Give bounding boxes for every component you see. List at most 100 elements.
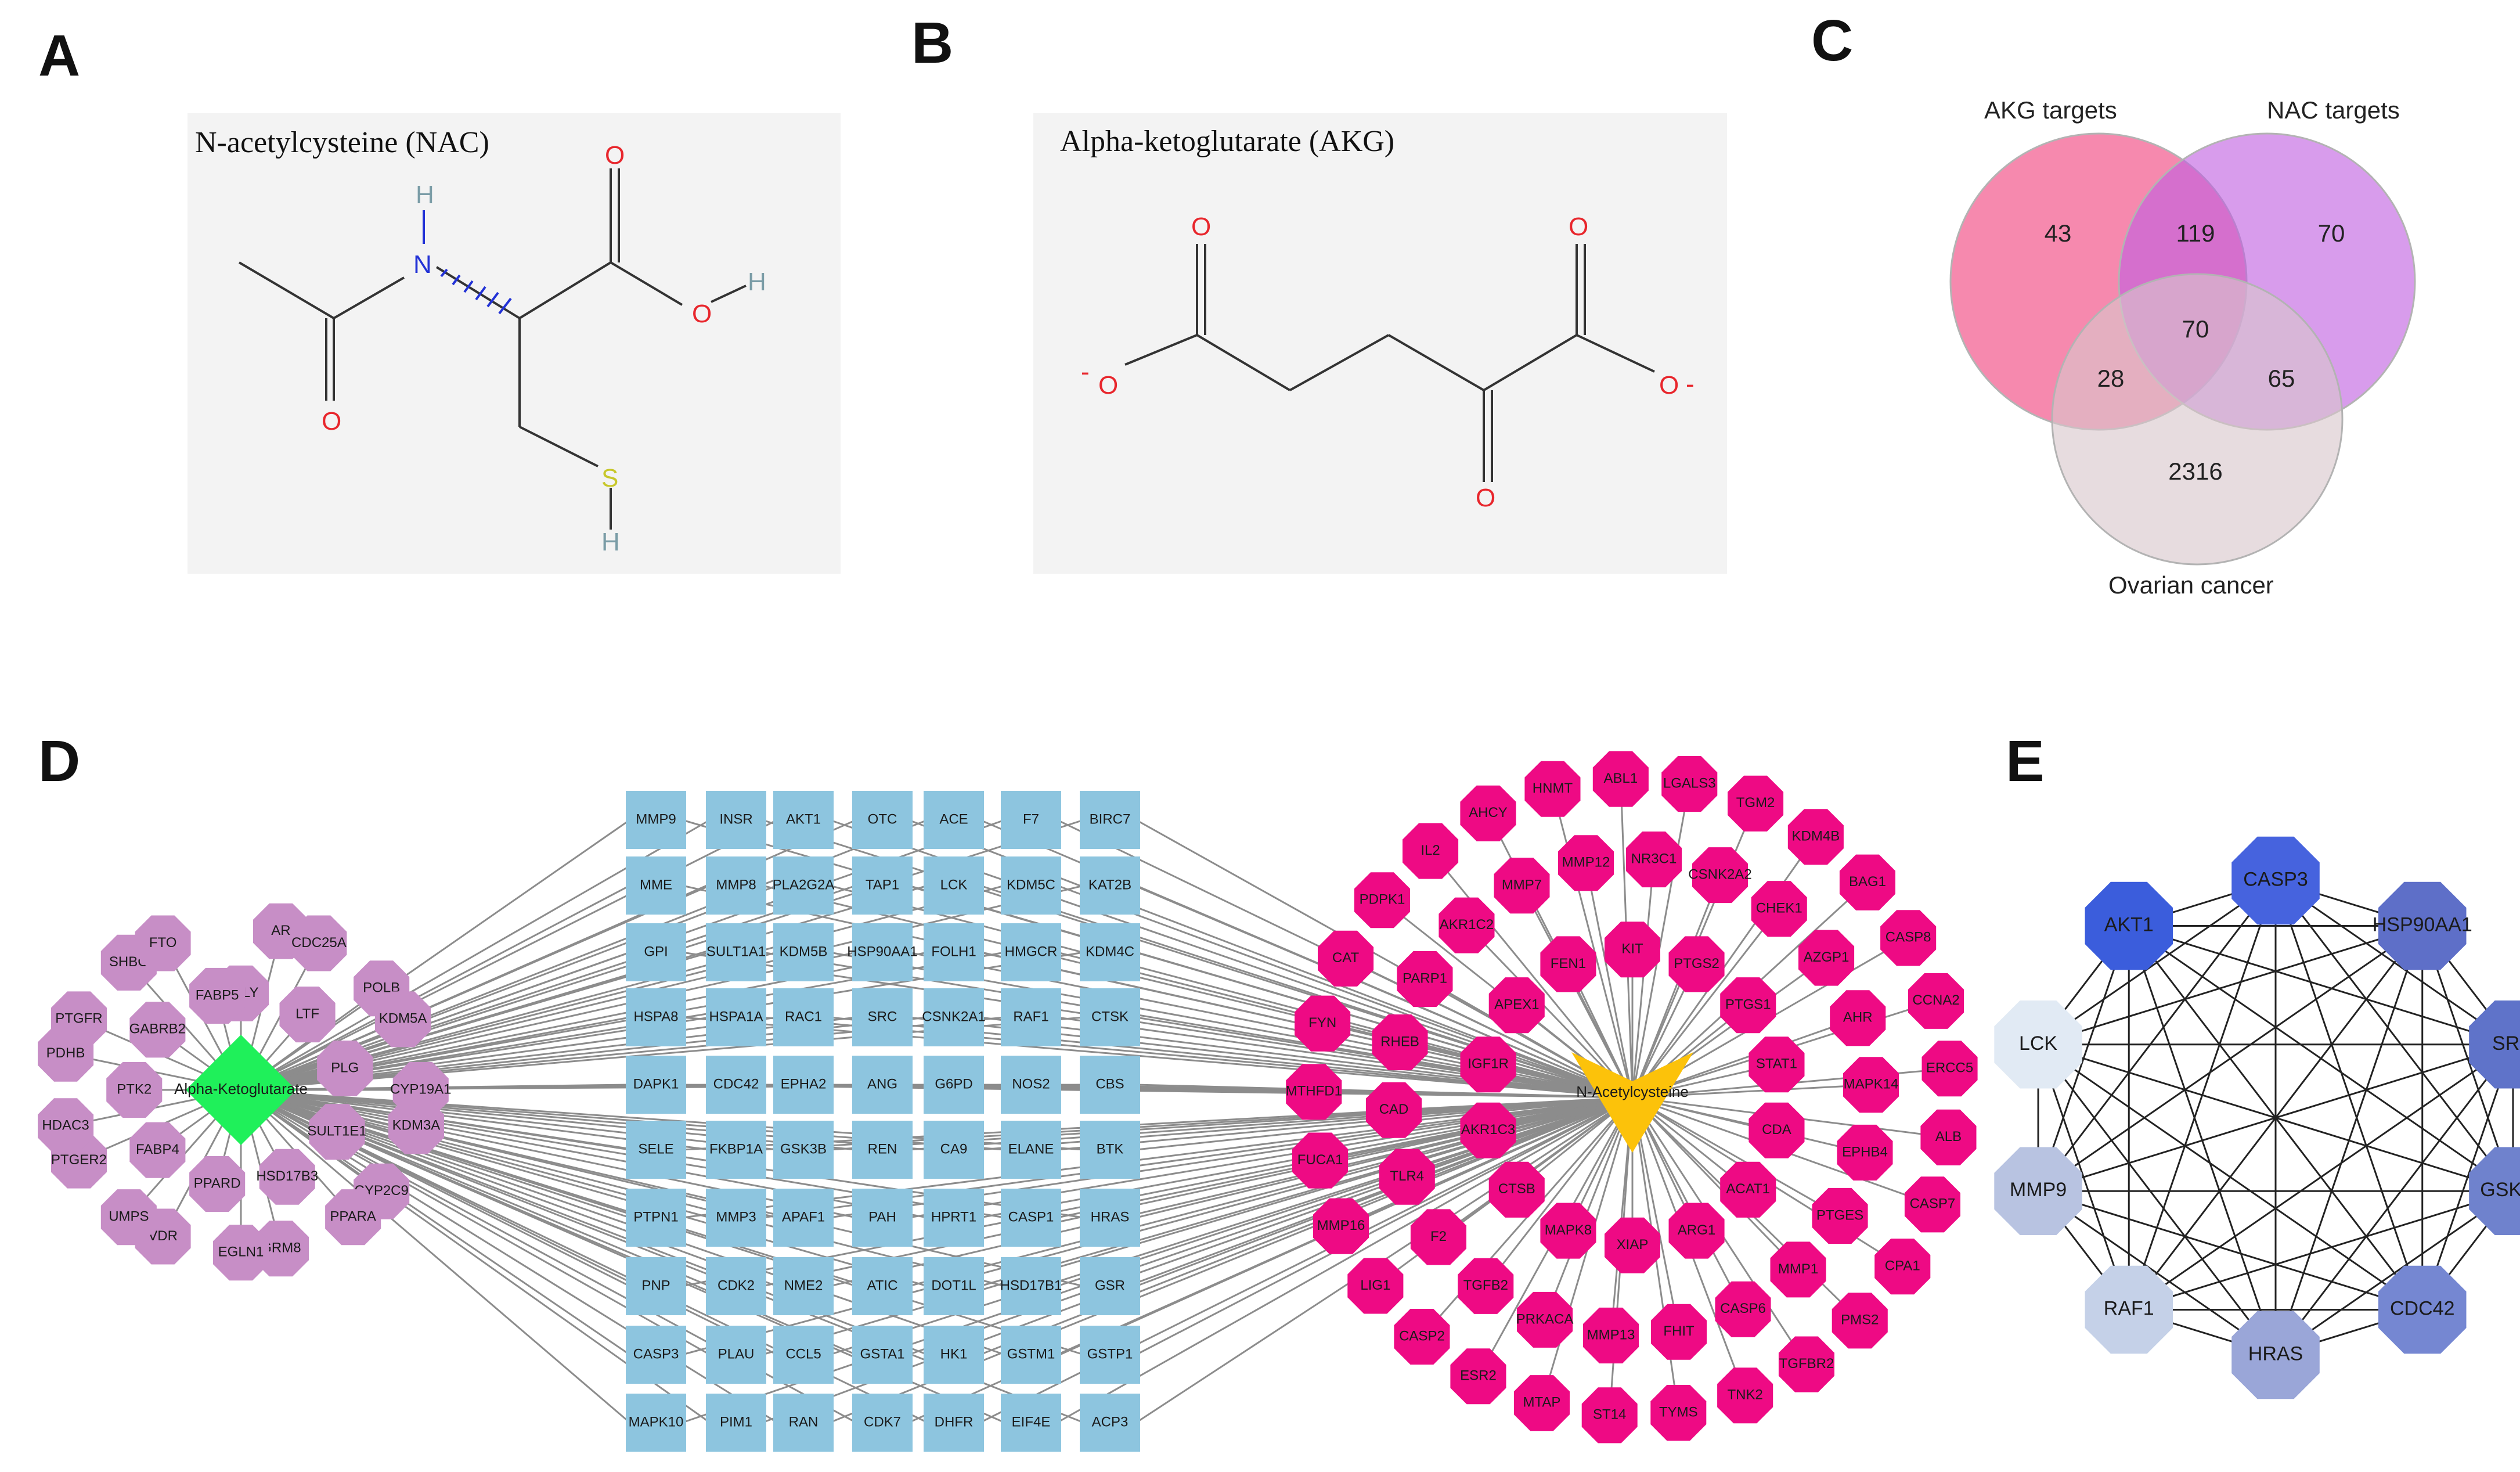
ppi-hub-node[interactable] [2085,881,2173,970]
shared-target-node[interactable] [773,1326,834,1384]
akg-target-node[interactable] [259,1149,315,1205]
shared-target-node[interactable] [773,791,834,849]
shared-target-node[interactable] [1001,856,1061,915]
ppi-hub-node[interactable] [2231,836,2320,925]
shared-target-node[interactable] [706,1257,766,1315]
nac-target-node[interactable] [1787,809,1844,865]
nac-target-node[interactable] [1605,922,1660,978]
ppi-hub-node[interactable] [1994,1147,2082,1236]
nac-target-node[interactable] [1488,1161,1545,1218]
shared-target-node[interactable] [924,1121,984,1179]
nac-target-node[interactable] [1717,1367,1773,1424]
nac-target-node[interactable] [1365,1082,1422,1138]
akg-target-node[interactable] [129,1002,186,1058]
shared-target-node[interactable] [626,791,686,849]
shared-target-node[interactable] [924,923,984,981]
nac-target-node[interactable] [1410,1209,1466,1265]
nac-target-node[interactable] [1668,936,1725,992]
shared-target-node[interactable] [1080,1121,1140,1179]
nac-target-node[interactable] [1728,775,1784,832]
shared-target-node[interactable] [1080,1257,1140,1315]
nac-target-node[interactable] [1692,847,1748,904]
nac-target-node[interactable] [1318,930,1374,987]
shared-target-node[interactable] [773,988,834,1046]
ppi-hub-node[interactable] [2469,1000,2520,1089]
nac-target-node[interactable] [1403,823,1459,879]
shared-target-node[interactable] [1080,1394,1140,1452]
akg-target-node[interactable] [325,1189,381,1246]
nac-target-node[interactable] [1812,1187,1868,1244]
nac-target-node[interactable] [1397,951,1453,1007]
shared-target-node[interactable] [706,856,766,915]
shared-target-node[interactable] [924,1326,984,1384]
akg-hub-node[interactable] [186,1035,296,1145]
shared-target-node[interactable] [852,1257,913,1315]
nac-target-node[interactable] [1904,1176,1960,1233]
nac-target-node[interactable] [1354,872,1410,928]
shared-target-node[interactable] [852,923,913,981]
nac-target-node[interactable] [1295,995,1351,1052]
shared-target-node[interactable] [626,1121,686,1179]
nac-target-node[interactable] [1460,785,1516,841]
shared-target-node[interactable] [852,1189,913,1247]
shared-target-node[interactable] [773,1394,834,1452]
shared-target-node[interactable] [626,923,686,981]
nac-target-node[interactable] [1313,1198,1369,1254]
shared-target-node[interactable] [924,1056,984,1114]
nac-target-node[interactable] [1494,858,1550,914]
akg-target-node[interactable] [279,987,336,1043]
shared-target-node[interactable] [852,791,913,849]
nac-target-node[interactable] [1650,1385,1707,1441]
shared-target-node[interactable] [1080,856,1140,915]
nac-target-node[interactable] [1379,1149,1435,1205]
ppi-hub-node[interactable] [2231,1311,2320,1399]
ppi-hub-node[interactable] [2469,1147,2520,1236]
nac-target-node[interactable] [1450,1348,1506,1405]
nac-target-node[interactable] [1720,1161,1776,1218]
shared-target-node[interactable] [924,791,984,849]
akg-target-node[interactable] [100,1189,157,1246]
shared-target-node[interactable] [852,1326,913,1384]
shared-target-node[interactable] [626,988,686,1046]
shared-target-node[interactable] [626,1326,686,1384]
nac-target-node[interactable] [1830,990,1886,1046]
nac-target-node[interactable] [1770,1241,1826,1298]
akg-target-node[interactable] [388,1098,444,1154]
nac-target-node[interactable] [1460,1102,1516,1158]
shared-target-node[interactable] [924,1189,984,1247]
nac-target-node[interactable] [1292,1132,1349,1189]
shared-target-node[interactable] [1001,1257,1061,1315]
shared-target-node[interactable] [773,1189,834,1247]
shared-target-node[interactable] [773,1121,834,1179]
akg-target-node[interactable] [291,915,347,971]
shared-target-node[interactable] [626,1189,686,1247]
shared-target-node[interactable] [1080,923,1140,981]
nac-target-node[interactable] [1460,1036,1516,1093]
nac-target-node[interactable] [1605,1217,1660,1273]
ppi-hub-node[interactable] [1994,1000,2082,1089]
shared-target-node[interactable] [924,1394,984,1452]
nac-target-node[interactable] [1513,1375,1570,1431]
shared-target-node[interactable] [626,1056,686,1114]
shared-target-node[interactable] [1001,923,1061,981]
akg-target-node[interactable] [51,991,107,1048]
nac-target-node[interactable] [1749,1036,1805,1093]
nac-target-node[interactable] [1661,756,1718,812]
ppi-hub-node[interactable] [2085,1265,2173,1354]
shared-target-node[interactable] [773,1056,834,1114]
shared-target-node[interactable] [773,856,834,915]
shared-target-node[interactable] [773,1257,834,1315]
akg-target-node[interactable] [189,1156,246,1212]
nac-target-node[interactable] [1651,1304,1707,1360]
nac-target-node[interactable] [1524,761,1581,817]
nac-target-node[interactable] [1581,1387,1638,1444]
ppi-hub-node[interactable] [2378,881,2467,970]
nac-target-node[interactable] [1394,1309,1450,1365]
akg-target-node[interactable] [106,1062,163,1118]
shared-target-node[interactable] [706,923,766,981]
nac-target-node[interactable] [1720,977,1776,1034]
nac-target-node[interactable] [1540,1203,1596,1259]
shared-target-node[interactable] [1080,1056,1140,1114]
akg-target-node[interactable] [38,1098,94,1154]
akg-target-node[interactable] [317,1041,373,1096]
